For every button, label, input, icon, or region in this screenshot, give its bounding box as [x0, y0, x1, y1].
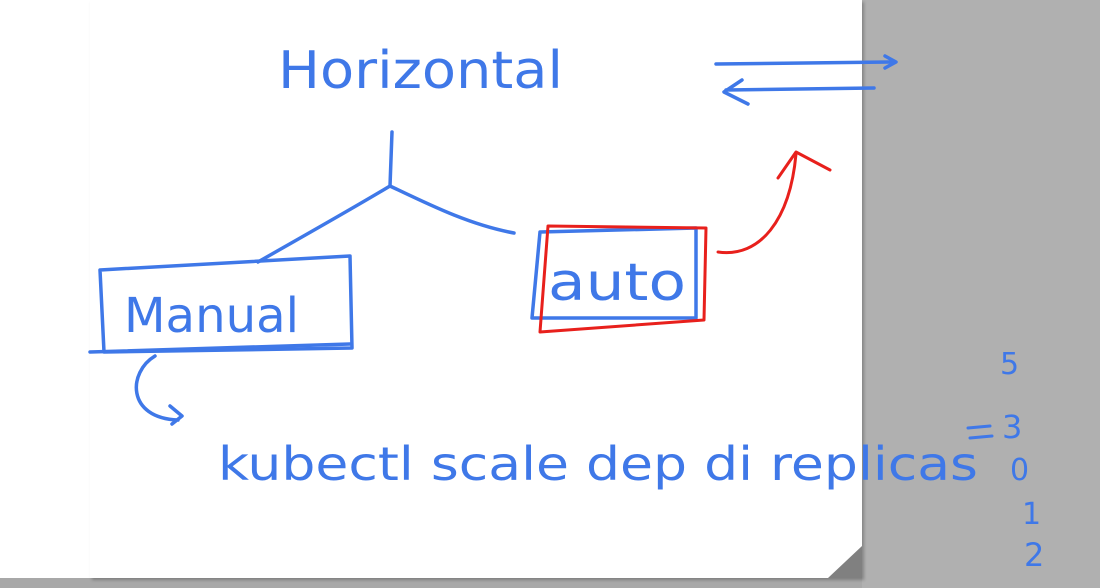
- bottom-edge: [0, 578, 862, 588]
- replica-value: 0: [1010, 453, 1029, 488]
- auto-label: auto: [548, 253, 686, 313]
- page-curl-icon: [828, 546, 862, 578]
- title-horizontal: Horizontal: [278, 41, 563, 101]
- manual-label: Manual: [124, 288, 299, 344]
- manual-arrow-icon: [134, 354, 184, 426]
- red-arrow-icon: [716, 150, 832, 255]
- double-arrow-icon: [714, 54, 898, 106]
- manual-box: Manual: [88, 254, 354, 354]
- left-margin: [0, 0, 90, 588]
- replica-values: 5 3 0 1 2: [1000, 347, 1044, 574]
- kubectl-command: kubectl scale dep di replicas: [218, 437, 978, 491]
- right-gray-panel: [862, 0, 1100, 588]
- equals-sign: [966, 424, 994, 440]
- auto-box: auto: [530, 224, 708, 334]
- replica-value: 5: [1000, 347, 1019, 382]
- tree-branches: [256, 130, 516, 264]
- replica-value: 3: [1002, 408, 1022, 446]
- replica-value: 2: [1024, 536, 1044, 574]
- replica-value: 1: [1022, 497, 1041, 532]
